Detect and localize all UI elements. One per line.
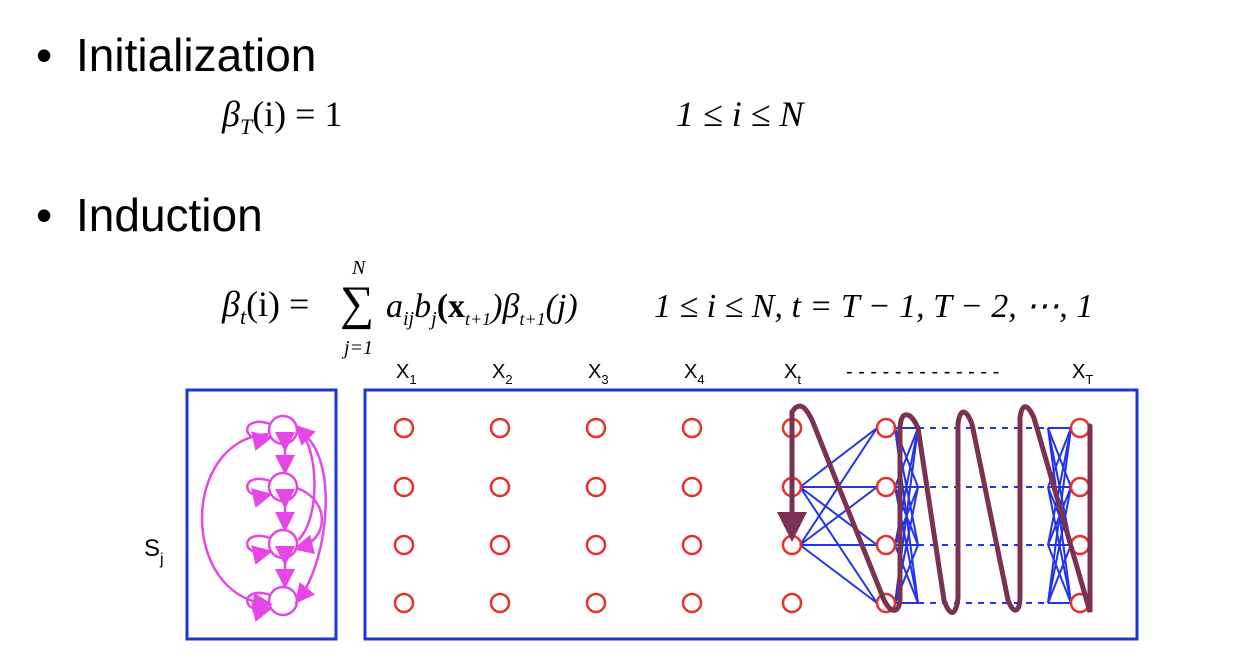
body-b: b <box>414 288 432 325</box>
init-args: (i) = 1 <box>252 94 343 134</box>
trellis-node <box>875 534 897 556</box>
trellis-node <box>393 476 415 498</box>
init-equation: βT(i) = 1 <box>222 96 342 138</box>
self-loop <box>246 420 273 451</box>
induction-range-text: 1 ≤ i ≤ N, t = T − 1, T − 2, ⋯, 1 <box>654 288 1094 325</box>
transition-link <box>1047 486 1072 604</box>
self-loop <box>246 534 273 565</box>
init-beta: β <box>222 94 240 134</box>
trellis-node <box>585 476 607 498</box>
state-box <box>185 388 338 641</box>
body-a: a <box>386 288 403 325</box>
trellis-node <box>393 592 415 614</box>
trellis-node <box>681 476 703 498</box>
transition-arc <box>200 432 273 613</box>
column-label: X2 <box>492 361 513 387</box>
body-a-sub: ij <box>403 307 415 330</box>
init-range: 1 ≤ i ≤ N <box>676 96 804 132</box>
trellis-node <box>393 534 415 556</box>
induction-equation: βt(i) = <box>222 286 309 328</box>
induction-sum-bottom: j=1 <box>344 338 373 358</box>
sum-sign: ∑ <box>340 277 375 330</box>
sum-bottom: j=1 <box>344 337 374 359</box>
transition-arc <box>294 424 316 541</box>
body-end: (j) <box>545 288 578 325</box>
bullet-initialization-text: Initialization <box>76 29 317 81</box>
trellis-node <box>781 534 803 556</box>
trellis-node <box>681 592 703 614</box>
transition-link <box>1047 544 1072 604</box>
trellis-node <box>393 417 415 439</box>
trellis-node <box>1069 476 1091 498</box>
state-node <box>267 528 299 560</box>
trellis-node <box>489 476 511 498</box>
body-x: (x <box>436 288 466 325</box>
trellis-box <box>363 388 1139 641</box>
transition-arc <box>293 486 323 555</box>
trellis-node <box>681 417 703 439</box>
body-beta: )β <box>491 288 520 325</box>
transition-link <box>1047 427 1072 604</box>
backward-path <box>777 403 1093 615</box>
column-label: X3 <box>588 361 609 387</box>
ellipsis-label: - - - - - - - - - - - - - <box>846 361 999 383</box>
transition-link <box>799 486 878 604</box>
trellis-node <box>875 476 897 498</box>
induction-range: 1 ≤ i ≤ N, t = T − 1, T − 2, ⋯, 1 <box>654 290 1093 324</box>
state-graph <box>200 414 327 622</box>
ind-args: (i) = <box>246 284 310 324</box>
transition-link <box>799 486 878 546</box>
body-beta-sub: t+1 <box>519 308 546 329</box>
trellis-node <box>585 592 607 614</box>
column-label: X4 <box>684 361 705 387</box>
state-node <box>267 471 299 503</box>
state-node <box>267 585 299 617</box>
transition-link <box>1047 427 1072 546</box>
column-labels: X1 X2 X3 X4 Xt XT <box>396 361 1093 387</box>
state-node <box>267 414 299 446</box>
init-beta-sub: T <box>239 114 253 140</box>
transition-links <box>799 427 1072 604</box>
trellis-node <box>781 592 803 614</box>
init-range-text: 1 ≤ i ≤ N <box>676 94 804 134</box>
body-x-sub: t+1 <box>465 308 492 329</box>
trellis-node <box>489 592 511 614</box>
bullet-initialization: • Initialization <box>36 32 316 78</box>
trellis-node <box>585 534 607 556</box>
trellis-nodes <box>393 417 1091 614</box>
column-label: XT <box>1072 361 1093 387</box>
column-label: X1 <box>396 361 417 387</box>
transition-link <box>799 427 878 488</box>
self-loop <box>246 477 273 508</box>
state-label: Sj <box>144 535 164 568</box>
trellis-node <box>875 592 897 614</box>
column-label: Xt <box>784 361 801 387</box>
bullet-dot: • <box>36 189 53 241</box>
trellis-node <box>1069 417 1091 439</box>
bullet-induction-text: Induction <box>76 189 263 241</box>
bullet-induction: • Induction <box>36 192 263 238</box>
induction-sum: ∑ <box>340 280 374 328</box>
transition-link <box>799 544 878 604</box>
bullet-dot: • <box>36 29 53 81</box>
trellis-node <box>489 417 511 439</box>
sum-top: N <box>352 257 366 279</box>
ind-beta-sub: t <box>239 304 247 330</box>
trellis-node <box>875 417 897 439</box>
path-zigzag <box>789 403 1093 615</box>
ind-beta: β <box>222 284 240 324</box>
trellis-node <box>585 417 607 439</box>
body-b-sub: j <box>431 307 437 330</box>
trellis-node <box>489 534 511 556</box>
induction-body: aijbj(xt+1)βt+1(j) <box>386 290 578 329</box>
trellis-node <box>681 534 703 556</box>
induction-sum-top: N <box>352 258 365 278</box>
